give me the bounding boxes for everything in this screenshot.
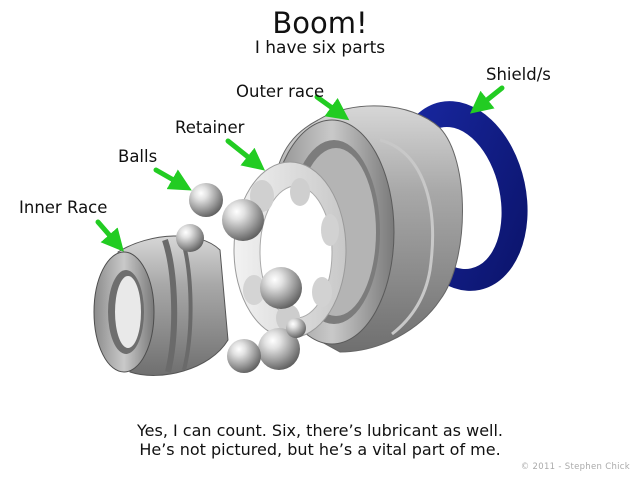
diagram-title: Boom! xyxy=(272,6,368,40)
arrow-retainer xyxy=(225,138,266,171)
ball xyxy=(286,318,306,338)
ball xyxy=(222,199,264,241)
ball xyxy=(176,224,204,252)
pointer-arrows xyxy=(95,85,505,252)
inner-race-part xyxy=(93,235,229,376)
ball xyxy=(189,183,223,217)
label-inner-race: Inner Race xyxy=(19,198,108,217)
copyright-notice: © 2011 - Stephen Chick xyxy=(520,462,630,472)
retainer-part xyxy=(233,161,347,339)
balls-part xyxy=(176,183,306,373)
diagram-subtitle: I have six parts xyxy=(254,38,386,58)
arrow-inner-race xyxy=(95,219,124,252)
label-balls: Balls xyxy=(118,147,158,166)
label-retainer: Retainer xyxy=(175,118,245,137)
label-outer-race: Outer race xyxy=(236,82,325,101)
ball xyxy=(258,328,300,370)
label-shield: Shield/s xyxy=(486,65,551,84)
caption-line-2: He’s not pictured, but he’s a vital part… xyxy=(139,440,501,459)
arrow-shield xyxy=(469,85,505,114)
caption-line-1: Yes, I can count. Six, there’s lubricant… xyxy=(136,421,504,440)
ball xyxy=(227,339,261,373)
ball xyxy=(260,267,302,309)
arrow-outer-race xyxy=(314,94,350,121)
arrow-balls xyxy=(153,167,192,191)
